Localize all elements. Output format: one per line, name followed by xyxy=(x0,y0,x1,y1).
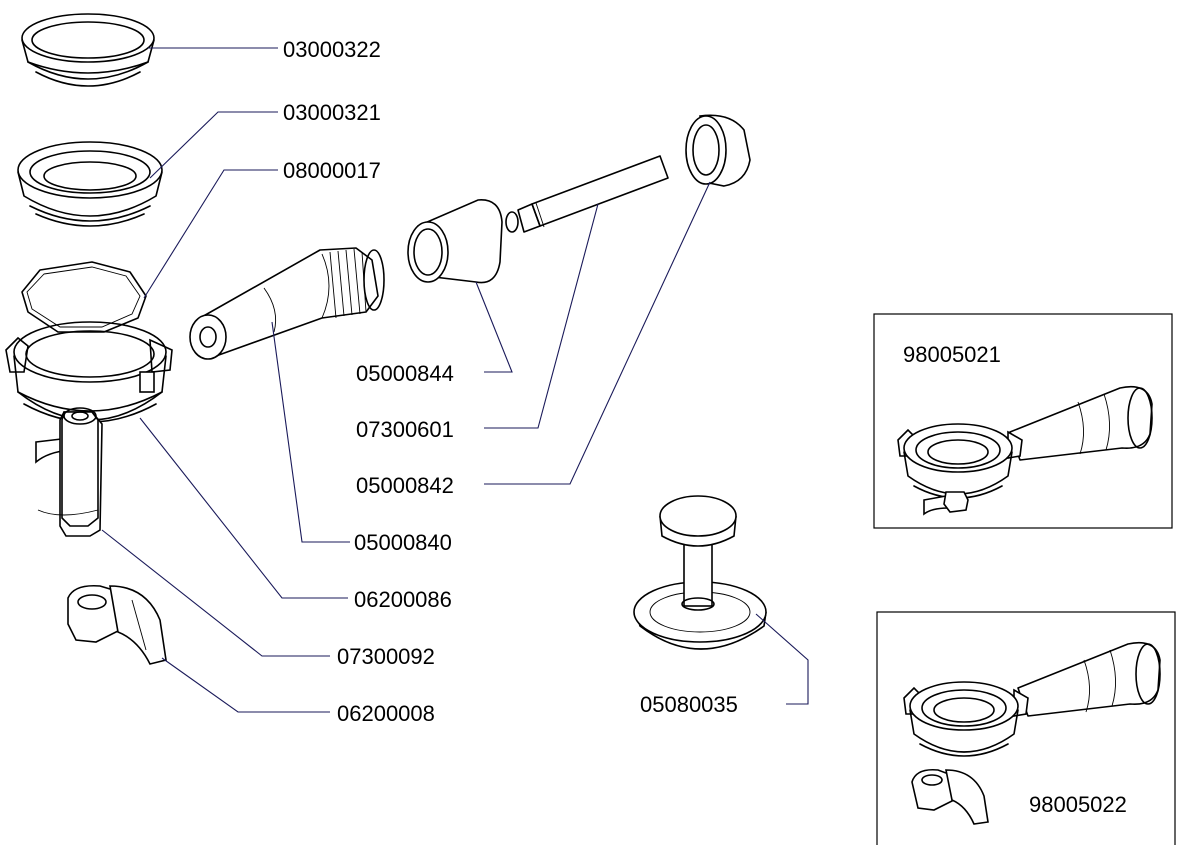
label-spring-clip: 08000017 xyxy=(283,158,381,183)
handle-rod-drawing xyxy=(505,155,669,233)
label-single-spout: 07300092 xyxy=(337,644,435,669)
double-spout-drawing xyxy=(67,584,167,665)
handle-grip-drawing xyxy=(189,247,385,360)
label-handle-cap: 05000844 xyxy=(356,361,454,386)
basket-double-drawing xyxy=(17,141,163,227)
leader-handle-cap xyxy=(475,281,513,373)
leader-single-spout xyxy=(101,529,330,657)
label-assembly-single: 98005021 xyxy=(903,342,1001,367)
label-handle-grip: 05000840 xyxy=(354,530,452,555)
label-basket-single: 03000322 xyxy=(283,37,381,62)
label-handle-rod: 07300601 xyxy=(356,417,454,442)
leader-basket-double xyxy=(149,111,278,179)
label-basket-double: 03000321 xyxy=(283,100,381,125)
assembly-box-single xyxy=(873,313,1173,529)
assembly-single-drawing xyxy=(897,385,1153,516)
label-assembly-double: 98005022 xyxy=(1029,792,1127,817)
assembly-box-double xyxy=(876,611,1176,845)
leader-tamper xyxy=(755,613,809,705)
leader-double-spout xyxy=(161,657,330,713)
label-tamper: 05080035 xyxy=(640,692,738,717)
tamper-drawing xyxy=(633,495,767,650)
label-portafilter-body: 06200086 xyxy=(354,587,452,612)
leader-portafilter-body xyxy=(139,417,348,599)
handle-end-cap-drawing xyxy=(685,114,751,187)
label-handle-end-cap: 05000842 xyxy=(356,473,454,498)
leader-spring-clip xyxy=(143,169,278,299)
leader-handle-end-cap xyxy=(484,181,711,485)
label-double-spout: 06200008 xyxy=(337,701,435,726)
basket-single-drawing xyxy=(21,13,155,87)
assembly-double-drawing xyxy=(903,641,1161,825)
portafilter-body-drawing xyxy=(5,321,173,423)
handle-cap-drawing xyxy=(407,199,503,284)
leader-handle-grip xyxy=(271,321,350,543)
leader-handle-rod xyxy=(484,203,599,429)
single-spout-drawing xyxy=(35,407,103,537)
